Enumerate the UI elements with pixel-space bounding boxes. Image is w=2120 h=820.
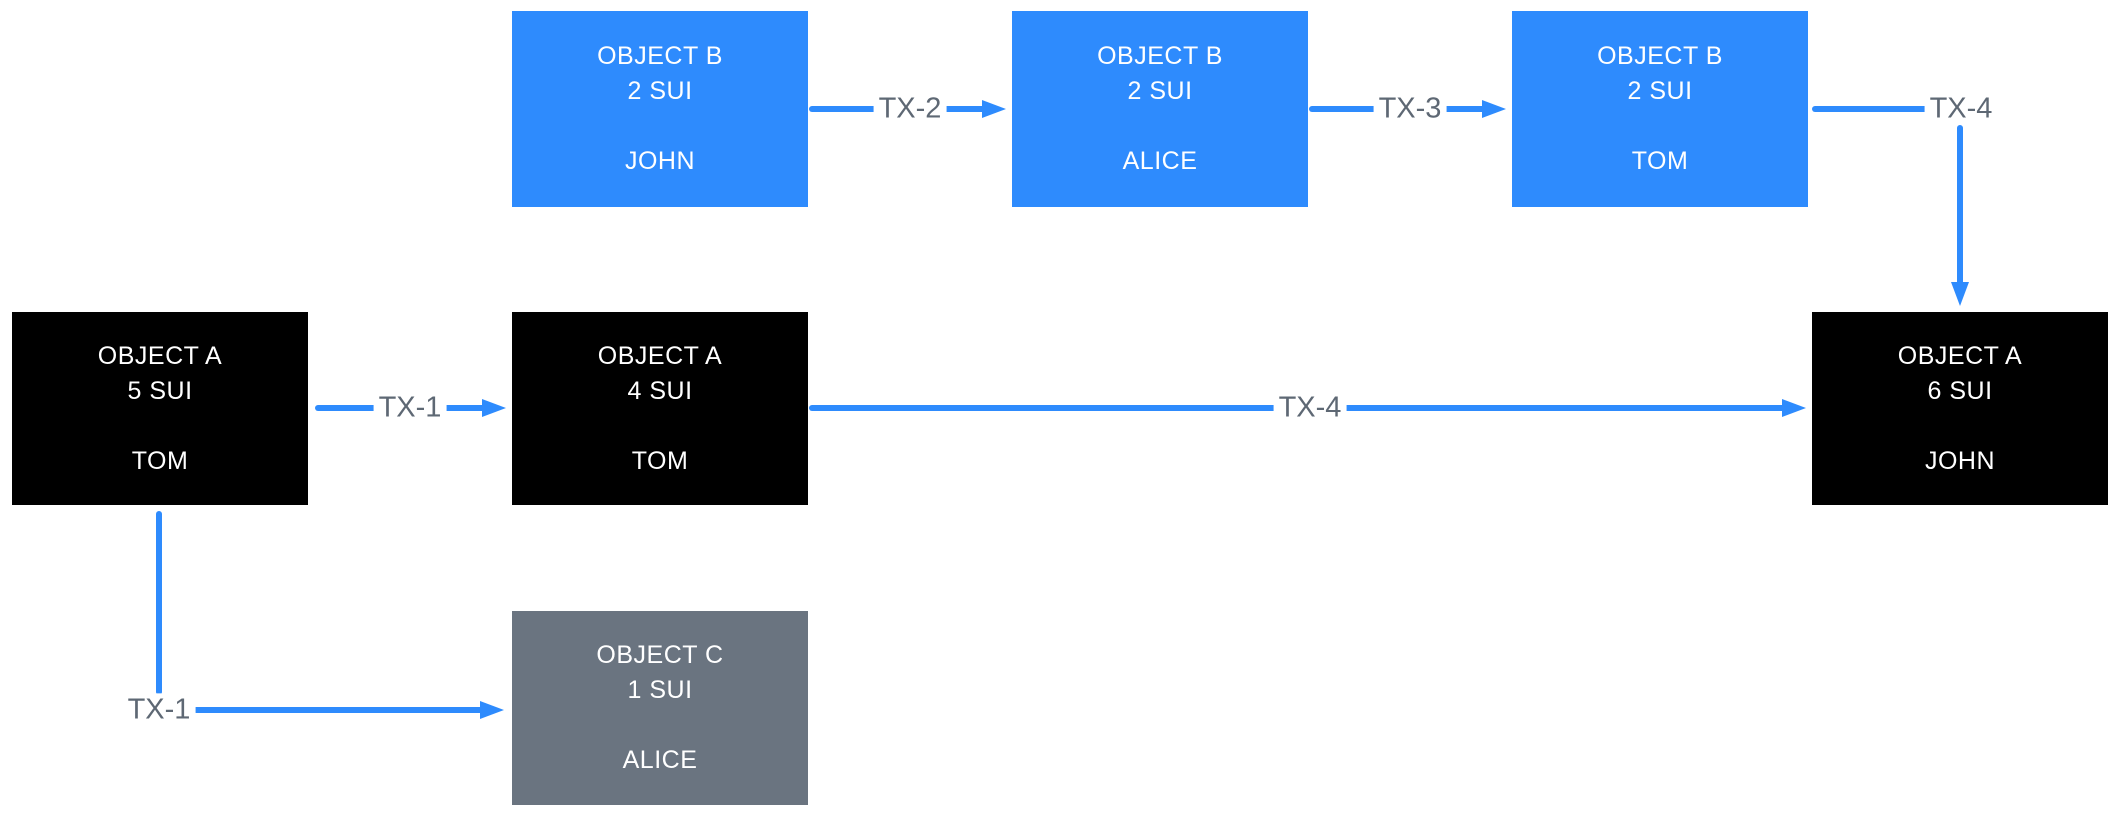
node-object-a-6sui-john: OBJECT A 6 SUI JOHN (1812, 312, 2108, 505)
node-object-b-tom: OBJECT B 2 SUI TOM (1512, 11, 1808, 207)
node-owner: TOM (631, 446, 689, 475)
node-spacer (1812, 409, 2108, 444)
node-owner: ALICE (622, 746, 698, 774)
edge-tx2-label: TX-2 (873, 92, 947, 125)
node-amount: 2 SUI (1127, 77, 1193, 105)
node-title: OBJECT C (596, 641, 724, 669)
node-title: OBJECT B (597, 42, 723, 70)
node-owner: JOHN (624, 147, 696, 175)
node-amount: 4 SUI (627, 376, 693, 405)
node-object-a-5sui-tom: OBJECT A 5 SUI TOM (12, 312, 308, 505)
node-amount: 1 SUI (627, 676, 693, 704)
node-owner: ALICE (1122, 147, 1198, 175)
node-owner: TOM (131, 446, 189, 475)
node-amount: 2 SUI (627, 77, 693, 105)
node-amount: 2 SUI (1627, 77, 1693, 105)
edge-tx4-main-label: TX-4 (1273, 391, 1347, 424)
node-object-b-alice: OBJECT B 2 SUI ALICE (1012, 11, 1308, 207)
node-spacer (1012, 109, 1308, 144)
node-spacer (512, 708, 808, 743)
node-spacer (1512, 109, 1808, 144)
node-object-c-alice: OBJECT C 1 SUI ALICE (512, 611, 808, 805)
node-owner: TOM (1631, 147, 1689, 175)
node-spacer (512, 109, 808, 144)
node-title: OBJECT B (1597, 42, 1723, 70)
edge-tx3-label: TX-3 (1373, 92, 1447, 125)
node-amount: 5 SUI (127, 376, 193, 405)
edge-tx1-main-label: TX-1 (373, 391, 447, 424)
edge-tx1-split-label: TX-1 (122, 693, 196, 726)
node-title: OBJECT A (1897, 341, 2023, 370)
node-title: OBJECT A (97, 341, 223, 370)
edge-tx4-down-label: TX-4 (1924, 92, 1998, 125)
node-spacer (12, 409, 308, 444)
node-spacer (512, 409, 808, 444)
node-owner: JOHN (1924, 446, 1996, 475)
node-title: OBJECT A (597, 341, 723, 370)
node-object-b-john: OBJECT B 2 SUI JOHN (512, 11, 808, 207)
node-amount: 6 SUI (1927, 376, 1993, 405)
node-object-a-4sui-tom: OBJECT A 4 SUI TOM (512, 312, 808, 505)
node-title: OBJECT B (1097, 42, 1223, 70)
